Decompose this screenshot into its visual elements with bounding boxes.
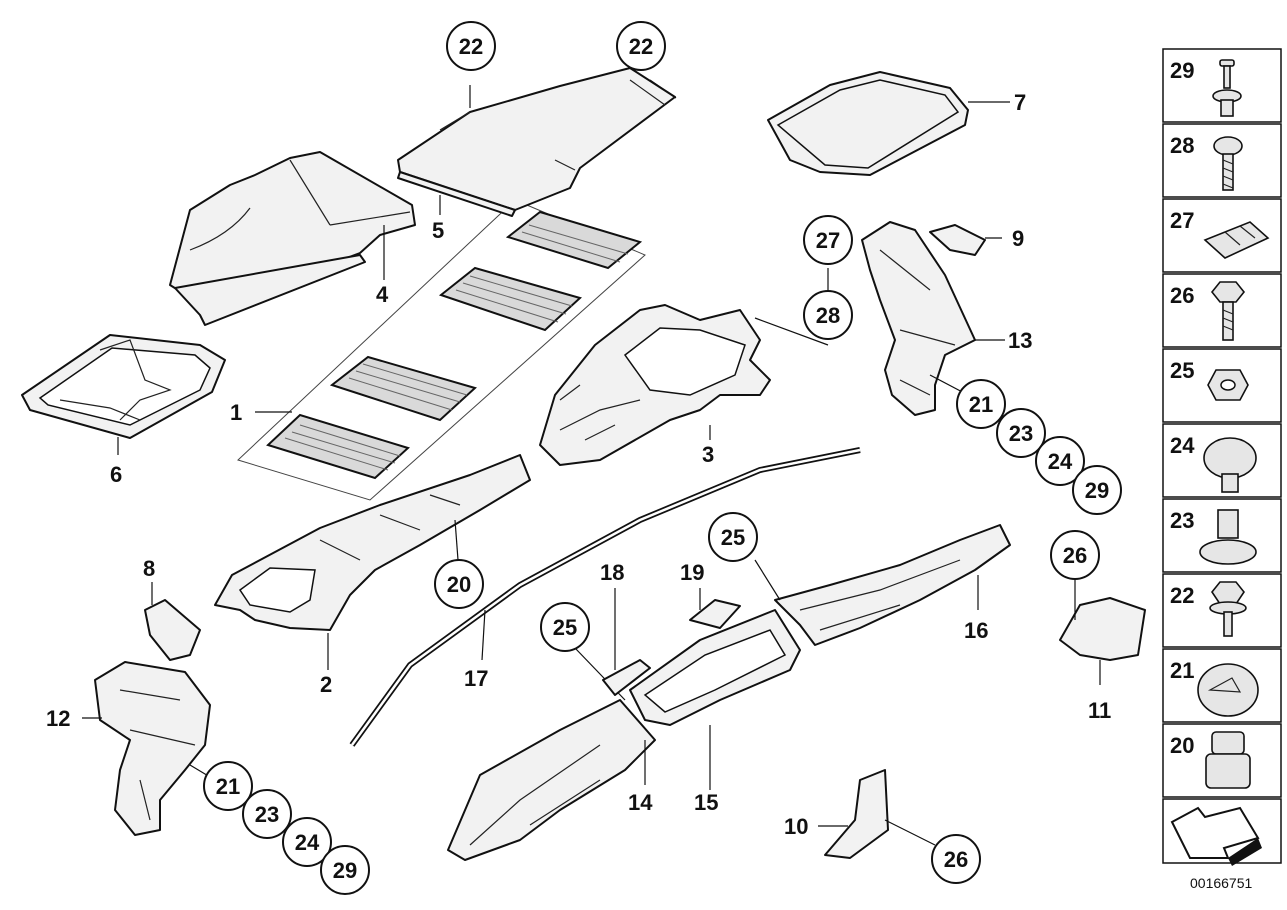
label-7: 7: [1014, 90, 1026, 115]
label-6: 6: [110, 462, 122, 487]
screw-icon: [1213, 136, 1243, 191]
rivet-icon: [1212, 59, 1242, 117]
callout-28: 28: [816, 303, 840, 328]
label-1: 1: [230, 400, 242, 425]
callout-21-right: 21: [969, 392, 993, 417]
retainer-icon: [1197, 663, 1259, 717]
callout-29-right: 29: [1085, 478, 1109, 503]
arrow-icon: [1170, 806, 1262, 866]
label-14: 14: [628, 790, 653, 815]
part-5-housing: [397, 67, 677, 217]
label-2: 2: [320, 672, 332, 697]
part-16-duct: [754, 524, 1011, 646]
panel-label-28: 28: [1170, 133, 1194, 158]
part-labels: 1 2 3 4 5 6 7 8 9 10 11 12 13 14 15 16 1…: [46, 90, 1111, 839]
part-14-duct: [447, 647, 656, 861]
part-6-gasket: [21, 334, 226, 455]
label-4: 4: [376, 282, 389, 307]
callout-24-right: 24: [1048, 449, 1073, 474]
part-15-grille: [629, 609, 801, 790]
label-19: 19: [680, 560, 704, 585]
panel-label-25: 25: [1170, 358, 1194, 383]
washer-screw-icon: [1209, 581, 1247, 637]
callout-27: 27: [816, 228, 840, 253]
callout-29-left: 29: [333, 858, 357, 883]
callout-21-left: 21: [216, 774, 240, 799]
part-12-bracket: [82, 661, 216, 836]
callout-23-left: 23: [255, 802, 279, 827]
part-8-clip: [144, 582, 201, 661]
panel-label-29: 29: [1170, 58, 1194, 83]
part-3-duct: [539, 304, 829, 466]
label-5: 5: [432, 218, 444, 243]
hex-screw-icon: [1210, 281, 1246, 341]
expansion-nut-icon: [1199, 509, 1257, 565]
part-9-clip: [929, 224, 1002, 256]
part-4-housing: [169, 151, 416, 326]
part-11-bracket: [1059, 575, 1146, 685]
label-3: 3: [702, 442, 714, 467]
panel-label-23: 23: [1170, 508, 1194, 533]
callout-23-right: 23: [1009, 421, 1033, 446]
grommet-icon: [1205, 731, 1251, 789]
label-9: 9: [1012, 226, 1024, 251]
part-19-clip: [689, 588, 741, 629]
label-11: 11: [1088, 698, 1111, 723]
label-17: 17: [464, 666, 488, 691]
panel-label-21: 21: [1170, 658, 1194, 683]
panel-label-27: 27: [1170, 208, 1194, 233]
label-8: 8: [143, 556, 155, 581]
callout-20: 20: [447, 572, 471, 597]
part-7-cover: [767, 71, 1010, 176]
panel-label-26: 26: [1170, 283, 1194, 308]
label-13: 13: [1008, 328, 1032, 353]
panel-label-24: 24: [1170, 433, 1195, 458]
label-15: 15: [694, 790, 718, 815]
clip-icon: [1203, 221, 1270, 259]
callout-25a: 25: [721, 525, 745, 550]
part-2-duct: [214, 454, 531, 670]
part-10-bracket: [818, 769, 936, 859]
part-17-seal: [349, 447, 861, 747]
callout-24-left: 24: [295, 830, 320, 855]
callout-26b: 26: [944, 847, 968, 872]
document-id: 00166751: [1190, 875, 1253, 891]
fastener-panel: 29 28 27 26 25 24 23 22 21 20: [1162, 48, 1282, 891]
callout-26a: 26: [1063, 543, 1087, 568]
label-10: 10: [784, 814, 808, 839]
push-pin-icon: [1203, 437, 1257, 493]
callout-22a: 22: [459, 34, 483, 59]
label-12: 12: [46, 706, 70, 731]
part-1-filter-set: [237, 199, 646, 501]
label-18: 18: [600, 560, 624, 585]
part-18-clip: [602, 588, 651, 696]
nut-icon: [1207, 369, 1249, 401]
callouts: 22 22 27 28 21 23 24 29 21 23 24 29 20 2…: [203, 21, 1122, 895]
label-16: 16: [964, 618, 988, 643]
panel-label-22: 22: [1170, 583, 1194, 608]
callout-25b: 25: [553, 615, 577, 640]
callout-22b: 22: [629, 34, 653, 59]
panel-label-20: 20: [1170, 733, 1194, 758]
